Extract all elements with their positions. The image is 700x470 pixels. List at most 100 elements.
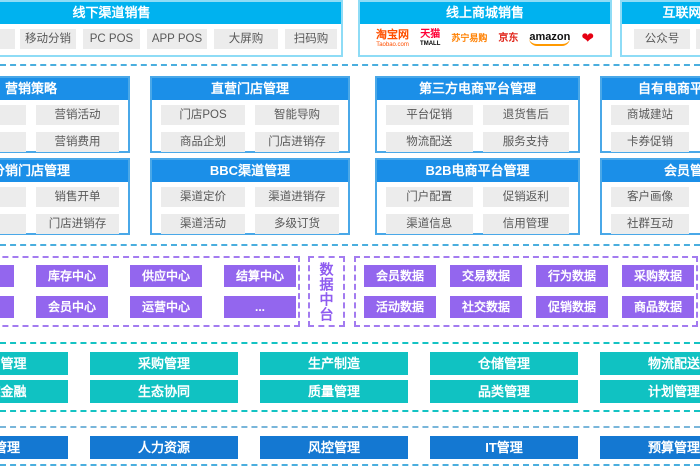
amazon-logo-icon: amazon	[529, 31, 571, 46]
taobao-logo-icon: 淘宝网 Taobao.com	[376, 28, 410, 48]
item-warehouse-mgmt: 仓储管理	[430, 352, 578, 375]
clipped-item	[0, 296, 14, 318]
dashed-separator	[0, 244, 700, 246]
tmall-logo-icon: 天猫 TMALL	[420, 29, 441, 48]
item-member-center: 会员中心	[36, 296, 108, 318]
offline-sales-title: 线下渠道销售	[0, 2, 341, 24]
business-center-group: 库存中心 供应中心 结算中心 会员中心 运营中心 ...	[0, 256, 300, 327]
internet-sales-title: 互联网销售	[622, 2, 700, 24]
item-service-support: 服务支持	[482, 132, 569, 152]
item-pc-pos: PC POS	[83, 28, 140, 49]
dashed-separator	[0, 464, 700, 466]
item-smart-guide: 智能导购	[255, 105, 339, 125]
item-coupon-promo: 卡券促销	[611, 132, 689, 152]
clipped-item	[696, 28, 700, 49]
clipped-item	[0, 187, 26, 207]
item-return-service: 退货售后	[482, 105, 569, 125]
distribution-store-title: 分销门店管理	[0, 160, 128, 182]
suning-logo-icon: 苏宁易购	[451, 33, 488, 43]
heart-logo-icon: ❤	[581, 30, 594, 47]
item-mall-building: 商城建站	[611, 105, 689, 125]
marketing-strategy-panel: 营销策略 营销活动 营销费用	[0, 76, 130, 153]
item-credit-mgmt: 信用管理	[482, 214, 569, 234]
item-customer-profile: 客户画像	[611, 187, 689, 207]
clipped-item	[0, 105, 26, 125]
item-activity-data: 活动数据	[364, 296, 436, 318]
item-settlement-center: 结算中心	[224, 265, 296, 287]
item-procurement-data: 采购数据	[622, 265, 694, 287]
item-mobile-distribution: 移动分销	[20, 28, 76, 49]
item-store-inventory2: 门店进销存	[36, 214, 119, 234]
item-product-data: 商品数据	[622, 296, 694, 318]
online-mall-card: 线上商城销售 淘宝网 Taobao.com 天猫 TMALL 苏宁易购 京东 a…	[358, 0, 612, 57]
item-official-account: 公众号	[634, 28, 690, 49]
item-marketing-activity: 营销活动	[36, 105, 119, 125]
online-mall-title: 线上商城销售	[360, 2, 610, 24]
jd-logo-icon: 京东	[498, 32, 519, 44]
item-channel-pricing: 渠道定价	[161, 187, 245, 207]
item-risk-control: 风控管理	[260, 436, 408, 459]
clipped-item	[0, 214, 26, 234]
item-member-data: 会员数据	[364, 265, 436, 287]
bbc-channel-title: BBC渠道管理	[152, 160, 348, 182]
item-category-mgmt: 品类管理	[430, 380, 578, 403]
item-store-inventory: 门店进销存	[255, 132, 339, 152]
item-community-interaction: 社群互动	[611, 214, 689, 234]
item-portal-config: 门户配置	[386, 187, 473, 207]
item-eco-collaboration: 生态协同	[90, 380, 238, 403]
item-big-screen: 大屏购	[214, 28, 278, 49]
clipped-item	[0, 265, 14, 287]
item-inventory-center: 库存中心	[36, 265, 108, 287]
item-plan-mgmt: 计划管理	[600, 380, 700, 403]
item-promo-data: 促销数据	[536, 296, 608, 318]
item-it-mgmt: IT管理	[430, 436, 578, 459]
item-logistics-delivery: 物流配送	[386, 132, 473, 152]
data-middle-platform-label: 数据中台	[308, 256, 345, 327]
item-logistics: 物流配送	[600, 352, 700, 375]
third-party-ecom-panel: 第三方电商平台管理 平台促销 退货售后 物流配送 服务支持	[375, 76, 580, 153]
item-channel-inventory: 渠道进销存	[255, 187, 339, 207]
item-operation-center: 运营中心	[130, 296, 202, 318]
marketing-strategy-title: 营销策略	[0, 78, 128, 100]
item-transaction-data: 交易数据	[450, 265, 522, 287]
item-procurement-mgmt: 采购管理	[90, 352, 238, 375]
item-multilevel-order: 多级订货	[255, 214, 339, 234]
supply-chain-row-1: 供应商管理 采购管理 生产制造 仓储管理 物流配送	[0, 352, 700, 375]
b2b-ecom-title: B2B电商平台管理	[377, 160, 578, 182]
item-channel-info: 渠道信息	[386, 214, 473, 234]
distribution-store-panel: 分销门店管理 销售开单 门店进销存	[0, 158, 130, 235]
item-product-planning: 商品企划	[161, 132, 245, 152]
item-channel-activity: 渠道活动	[161, 214, 245, 234]
dashed-separator	[0, 410, 700, 412]
item-finance-mgmt: 财务管理	[0, 436, 68, 459]
bbc-channel-panel: BBC渠道管理 渠道定价 渠道进销存 渠道活动 多级订货	[150, 158, 350, 235]
third-party-ecom-title: 第三方电商平台管理	[377, 78, 578, 100]
item-social-data: 社交数据	[450, 296, 522, 318]
b2b-ecom-panel: B2B电商平台管理 门户配置 促销返利 渠道信息 信用管理	[375, 158, 580, 235]
item-quality-mgmt: 质量管理	[260, 380, 408, 403]
item-supply-finance: 供应链金融	[0, 380, 68, 403]
own-ecom-panel: 自有电商平台管理 商城建站 卡券促销	[600, 76, 700, 153]
member-title: 会员管理	[602, 160, 700, 182]
dashed-separator	[0, 342, 700, 344]
item-app-pos: APP POS	[147, 28, 207, 49]
item-more-centers: ...	[224, 296, 296, 318]
item-human-resources: 人力资源	[90, 436, 238, 459]
item-behavior-data: 行为数据	[536, 265, 608, 287]
item-supplier-mgmt: 供应商管理	[0, 352, 68, 375]
supply-chain-row-2: 供应链金融 生态协同 质量管理 品类管理 计划管理	[0, 380, 700, 403]
item-promo-rebate: 促销返利	[482, 187, 569, 207]
clipped-item	[0, 28, 15, 49]
clipped-item	[0, 132, 26, 152]
data-center-group: 会员数据 交易数据 行为数据 采购数据 活动数据 社交数据 促销数据 商品数据	[354, 256, 698, 327]
item-budget-mgmt: 预算管理	[600, 436, 700, 459]
own-ecom-title: 自有电商平台管理	[602, 78, 700, 100]
backend-row: 财务管理 人力资源 风控管理 IT管理 预算管理	[0, 436, 700, 459]
item-store-pos: 门店POS	[161, 105, 245, 125]
item-scan-buy: 扫码购	[285, 28, 337, 49]
item-marketing-cost: 营销费用	[36, 132, 119, 152]
member-panel: 会员管理 客户画像 社群互动	[600, 158, 700, 235]
dashed-separator	[0, 426, 700, 428]
internet-sales-card: 互联网销售 公众号	[620, 0, 700, 57]
